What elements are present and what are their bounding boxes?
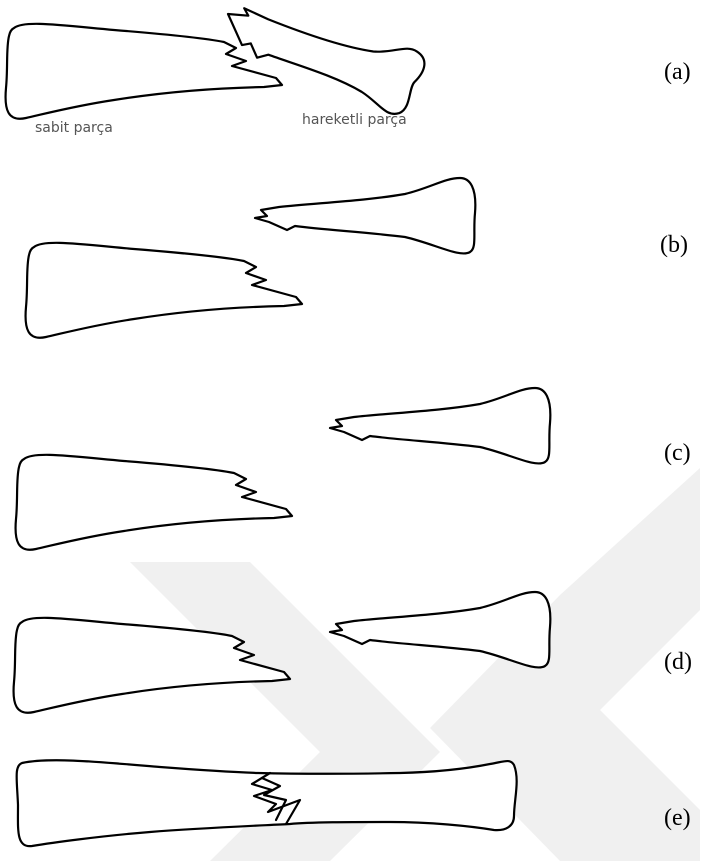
fixed-bone-c — [16, 455, 292, 550]
fixed-piece-label: sabit parça — [35, 120, 113, 136]
panel-b: (b) — [26, 178, 688, 338]
panel-label-b: (b) — [660, 232, 688, 258]
panel-a: sabit parça hareketli parça (a) — [6, 0, 691, 136]
moving-bone-b — [255, 178, 475, 253]
panel-c: (c) — [16, 388, 691, 550]
panel-label-c: (c) — [664, 440, 691, 466]
moving-bone-d — [330, 592, 550, 667]
moving-bone-c — [330, 388, 550, 463]
moving-bone-a — [214, 0, 428, 119]
panel-label-e: (e) — [664, 805, 691, 831]
panel-label-d: (d) — [664, 649, 692, 675]
moving-piece-label: hareketli parça — [302, 112, 407, 128]
panel-label-a: (a) — [664, 59, 691, 85]
fixed-bone-b — [26, 243, 302, 338]
